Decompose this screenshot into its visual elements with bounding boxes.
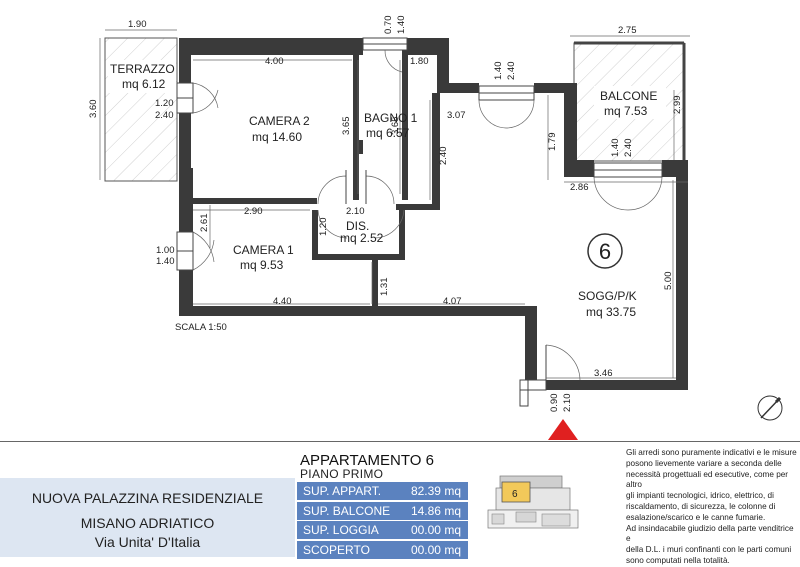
bagno1-area-label: mq 6.57 xyxy=(366,126,410,140)
dim-2-40d: 2.40 xyxy=(623,139,634,158)
area-label: SUP. LOGGIA xyxy=(303,523,379,537)
dim-4-07: 4.07 xyxy=(443,296,462,307)
camera2-name: CAMERA 2 xyxy=(249,114,310,128)
balcone-area-label: mq 7.53 xyxy=(604,104,648,118)
dim-1-40a: 1.40 xyxy=(396,16,407,35)
sogg-area-label: mq 33.75 xyxy=(586,305,636,319)
dis-name: DIS. xyxy=(346,219,369,233)
apartment-number: 6 xyxy=(599,239,611,264)
camera1-name: CAMERA 1 xyxy=(233,243,294,257)
note-line: esalazione/scarico e le canne fumarie. xyxy=(626,512,766,522)
area-value: 82.39 mq xyxy=(410,484,461,498)
note-line: Gli arredi sono puramente indicativi e l… xyxy=(626,448,797,457)
dimension-lines xyxy=(99,29,690,379)
dim-1-90: 1.90 xyxy=(128,19,147,30)
scale-label: SCALA 1:50 xyxy=(175,322,227,333)
dim-2-40b: 2.40 xyxy=(155,110,174,121)
terrazzo-area-label: mq 6.12 xyxy=(122,77,166,91)
sogg-name: SOGG/P/K xyxy=(578,289,637,303)
dim-1-40c: 1.40 xyxy=(610,139,621,158)
dim-1-80: 1.80 xyxy=(410,56,429,67)
area-label: SUP. BALCONE xyxy=(303,503,391,518)
project-street: Via Unita' D'Italia xyxy=(94,534,201,550)
keyplan-number: 6 xyxy=(512,489,518,500)
dim-4-40: 4.40 xyxy=(273,296,292,307)
dim-1-00: 1.00 xyxy=(156,245,175,256)
dim-1-20a: 1.20 xyxy=(155,98,174,109)
dim-3-46: 3.46 xyxy=(594,368,613,379)
dim-2-40a: 2.40 xyxy=(506,62,517,81)
bagno1-name: BAGNO 1 xyxy=(364,111,418,125)
note-line: sono computati nella totalità. xyxy=(626,555,730,565)
dim-2-99: 2.99 xyxy=(672,96,683,115)
dim-1-40b: 1.40 xyxy=(493,62,504,81)
camera2-area-label: mq 14.60 xyxy=(252,130,302,144)
note-line: posono lievemente variare a seconda dell… xyxy=(626,458,782,468)
dim-1-31: 1.31 xyxy=(379,278,390,297)
camera1-area-label: mq 9.53 xyxy=(240,258,284,272)
dim-3-65b: 3.65 xyxy=(390,117,401,136)
key-plan: 6 xyxy=(487,475,579,529)
dim-1-20b: 1.20 xyxy=(318,218,329,237)
dim-0-70: 0.70 xyxy=(383,16,394,35)
dim-1-79: 1.79 xyxy=(547,133,558,152)
note-line: necessità progettuali ed esecutive, come… xyxy=(626,469,789,490)
note-line: Ad insindacabile giudizio della parte ve… xyxy=(626,523,794,544)
dim-5-00: 5.00 xyxy=(663,272,674,291)
area-row: SUP. BALCONE 14.86 mq xyxy=(297,501,468,520)
dim-3-60: 3.60 xyxy=(88,100,99,119)
note-line: gli impianti tecnologici, idrico, elettr… xyxy=(626,491,774,501)
dim-0-90: 0.90 xyxy=(549,394,560,413)
area-row: SUP. APPART. 82.39 mq xyxy=(297,482,468,500)
dim-1-40d: 1.40 xyxy=(156,256,175,267)
walls xyxy=(179,38,688,390)
area-table: SUP. APPART. 82.39 mq SUP. BALCONE 14.86… xyxy=(297,482,468,560)
dim-4-00: 4.00 xyxy=(265,56,284,67)
dim-2-61: 2.61 xyxy=(199,214,210,233)
floor-plan: TERRAZZO mq 6.12 CAMERA 2 mq 14.60 BAGNO… xyxy=(88,16,783,440)
dim-2-10a: 2.10 xyxy=(346,206,365,217)
footer-divider xyxy=(0,441,800,442)
note-line: riscaldamento, di sicurezza, le colonne … xyxy=(626,501,776,511)
project-name: NUOVA PALAZZINA RESIDENZIALE xyxy=(31,490,264,506)
dim-3-65a: 3.65 xyxy=(341,117,352,136)
area-row: SCOPERTO 00.00 mq xyxy=(297,540,468,559)
disclaimer-notes: Gli arredi sono puramente indicativi e l… xyxy=(626,448,798,567)
balcone-name: BALCONE xyxy=(600,89,657,103)
area-value: 00.00 mq xyxy=(410,523,461,537)
keyplan-highlight xyxy=(501,481,531,503)
dim-2-90: 2.90 xyxy=(244,206,263,217)
dim-2-10b: 2.10 xyxy=(562,394,573,413)
dis-area-label: mq 2.52 xyxy=(340,231,384,245)
dim-3-07: 3.07 xyxy=(447,110,466,121)
dim-2-86: 2.86 xyxy=(570,182,589,193)
area-row: SUP. LOGGIA 00.00 mq xyxy=(297,521,468,539)
apartment-number-badge: 6 xyxy=(587,233,623,269)
openings xyxy=(176,37,663,407)
compass-icon xyxy=(757,395,783,421)
terrazzo-name: TERRAZZO xyxy=(110,62,175,76)
interior-walls xyxy=(191,50,440,311)
terrazzo-area xyxy=(104,37,178,182)
project-title-block: NUOVA PALAZZINA RESIDENZIALE MISANO ADRI… xyxy=(0,478,295,557)
area-label: SUP. APPART. xyxy=(303,484,382,498)
area-value: 00.00 mq xyxy=(410,542,461,557)
area-value: 14.86 mq xyxy=(410,503,461,518)
balcone-area xyxy=(573,41,686,162)
note-line: della D.L. i muri confinanti con le part… xyxy=(626,545,792,555)
project-city: MISANO ADRIATICO xyxy=(80,515,215,531)
area-label: SCOPERTO xyxy=(303,542,370,557)
entrance-arrow-icon xyxy=(548,419,578,440)
apartment-title: APPARTAMENTO 6 xyxy=(300,452,434,469)
dim-2-75: 2.75 xyxy=(618,25,637,36)
apartment-floor: PIANO PRIMO xyxy=(300,467,384,481)
dim-2-40c: 2.40 xyxy=(438,147,449,166)
